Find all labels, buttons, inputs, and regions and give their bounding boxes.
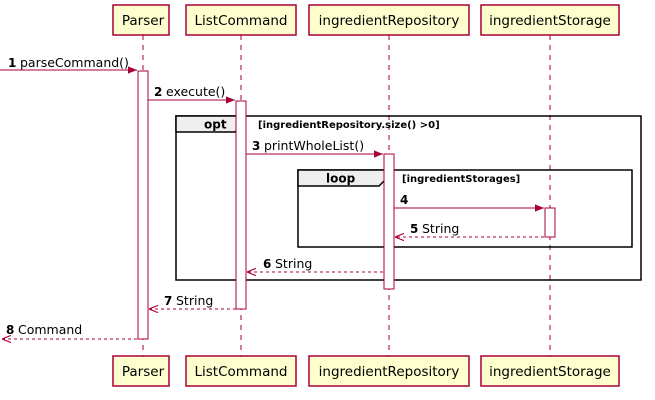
participant-ingredient_repository-top-label: ingredientRepository (319, 13, 460, 29)
message-7-number: 7 (164, 294, 172, 308)
loop-frame-label: loop (326, 172, 356, 186)
participant-list_command-bottom-label: ListCommand (195, 364, 288, 380)
message-7-label: String (176, 293, 213, 308)
participant-parser-bottom (112, 355, 170, 387)
message-3-label: printWholeList() (264, 138, 364, 153)
message-1-number: 1 (8, 56, 16, 70)
message-1-label: parseCommand() (20, 55, 129, 70)
participant-ingredient_storage-bottom (480, 355, 620, 387)
message-2-label: execute() (166, 84, 225, 99)
participant-ingredient_storage-top-label: ingredientStorage (489, 13, 611, 29)
opt-frame (175, 115, 642, 281)
message-6-number: 6 (263, 257, 271, 271)
loop-frame-guard: [ingredientStorages] (402, 174, 520, 185)
participant-list_command-top (185, 4, 297, 36)
message-5-number: 5 (410, 222, 418, 236)
participant-parser-bottom-label: Parser (122, 364, 165, 380)
activation-list_command (235, 100, 247, 310)
participant-ingredient_storage-bottom-label: ingredientStorage (489, 364, 611, 380)
participant-parser-top (112, 4, 170, 36)
activation-ingredient_repository (383, 153, 395, 290)
message-2-number: 2 (154, 85, 162, 99)
participant-ingredient_repository-bottom-label: ingredientRepository (319, 364, 460, 380)
opt-frame-label: opt (204, 118, 227, 132)
message-5-label: String (422, 221, 459, 236)
participant-ingredient_repository-bottom (308, 355, 470, 387)
opt-frame-guard: [ingredientRepository.size() >0] (258, 120, 440, 131)
participant-parser-top-label: Parser (122, 13, 165, 29)
participant-list_command-bottom (185, 355, 297, 387)
message-8-label: Command (18, 322, 82, 337)
activation-ingredient_storage (544, 207, 556, 238)
participant-list_command-top-label: ListCommand (195, 13, 288, 29)
message-8-number: 8 (6, 323, 14, 337)
loop-frame (297, 169, 633, 248)
participant-ingredient_repository-top (308, 4, 470, 36)
message-6-label: String (275, 256, 312, 271)
message-3-number: 3 (252, 139, 260, 153)
participant-ingredient_storage-top (480, 4, 620, 36)
message-4-number: 4 (400, 193, 408, 207)
activation-parser (137, 70, 149, 340)
